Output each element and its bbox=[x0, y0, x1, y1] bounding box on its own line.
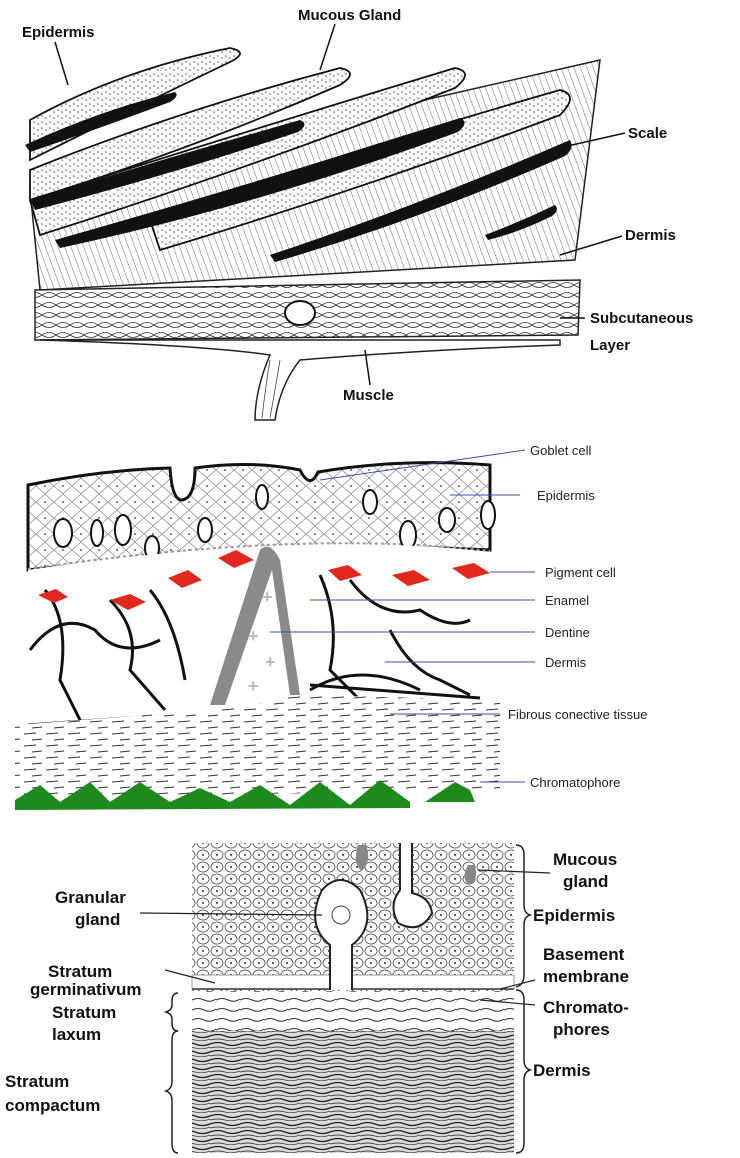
shark-skin-diagram: ++++ Goblet cell Epidermis Pigment cell … bbox=[0, 430, 740, 820]
frog-label-dermis: Dermis bbox=[533, 1061, 591, 1080]
frog-label-membrane: membrane bbox=[543, 967, 629, 986]
fish-label-dermis: Dermis bbox=[625, 227, 676, 244]
frog-label-germinativum: germinativum bbox=[30, 980, 141, 999]
shark-label-enamel: Enamel bbox=[545, 593, 589, 608]
shark-label-dentine: Dentine bbox=[545, 625, 590, 640]
fish-label-epidermis: Epidermis bbox=[22, 24, 95, 41]
fish-muscle bbox=[40, 340, 560, 420]
frog-label-chromato: Chromato- bbox=[543, 998, 629, 1017]
shark-label-dermis: Dermis bbox=[545, 655, 587, 670]
frog-label-stratum-germ: Stratum bbox=[48, 962, 112, 981]
fish-skin-svg: Epidermis Mucous Gland Scale Dermis Subc… bbox=[0, 0, 740, 425]
frog-label-granular: Granular bbox=[55, 888, 126, 907]
fish-subcutaneous-vessel bbox=[285, 301, 315, 325]
frog-label-basement: Basement bbox=[543, 945, 625, 964]
svg-text:+: + bbox=[248, 626, 259, 646]
fish-label-muscle: Muscle bbox=[343, 387, 394, 404]
shark-skin-svg: ++++ Goblet cell Epidermis Pigment cell … bbox=[0, 430, 740, 820]
frog-label-mucous: Mucous bbox=[553, 850, 617, 869]
frog-label-stratum-laxum: Stratum bbox=[52, 1003, 116, 1022]
shark-label-goblet-cell: Goblet cell bbox=[530, 443, 592, 458]
shark-label-chromatophore: Chromatophore bbox=[530, 775, 620, 790]
frog-label-compactum: compactum bbox=[5, 1096, 100, 1115]
fish-skin-diagram: Epidermis Mucous Gland Scale Dermis Subc… bbox=[0, 0, 740, 425]
fish-label-layer: Layer bbox=[590, 337, 630, 354]
frog-label-epidermis: Epidermis bbox=[533, 906, 615, 925]
frog-label-stratum-compactum: Stratum bbox=[5, 1072, 69, 1091]
frog-stratum-compactum bbox=[192, 1031, 514, 1153]
shark-label-pigment-cell: Pigment cell bbox=[545, 565, 616, 580]
fish-label-subcutaneous: Subcutaneous bbox=[590, 310, 693, 327]
frog-label-laxum: laxum bbox=[52, 1025, 101, 1044]
frog-skin-svg: Mucous gland Granular gland Epidermis Ba… bbox=[0, 825, 740, 1158]
frog-label-granular-gland: gland bbox=[75, 910, 120, 929]
fish-label-mucous-gland: Mucous Gland bbox=[298, 7, 401, 24]
fish-label-scale: Scale bbox=[628, 125, 667, 142]
shark-label-fibrous: Fibrous conective tissue bbox=[508, 707, 647, 722]
frog-label-mucous-gland: gland bbox=[563, 872, 608, 891]
frog-skin-diagram: Mucous gland Granular gland Epidermis Ba… bbox=[0, 825, 740, 1158]
frog-stratum-laxum bbox=[192, 991, 514, 1031]
svg-text:+: + bbox=[248, 676, 259, 696]
svg-text:+: + bbox=[265, 652, 276, 672]
svg-text:+: + bbox=[262, 587, 273, 607]
frog-label-phores: phores bbox=[553, 1020, 610, 1039]
shark-label-epidermis: Epidermis bbox=[537, 488, 595, 503]
